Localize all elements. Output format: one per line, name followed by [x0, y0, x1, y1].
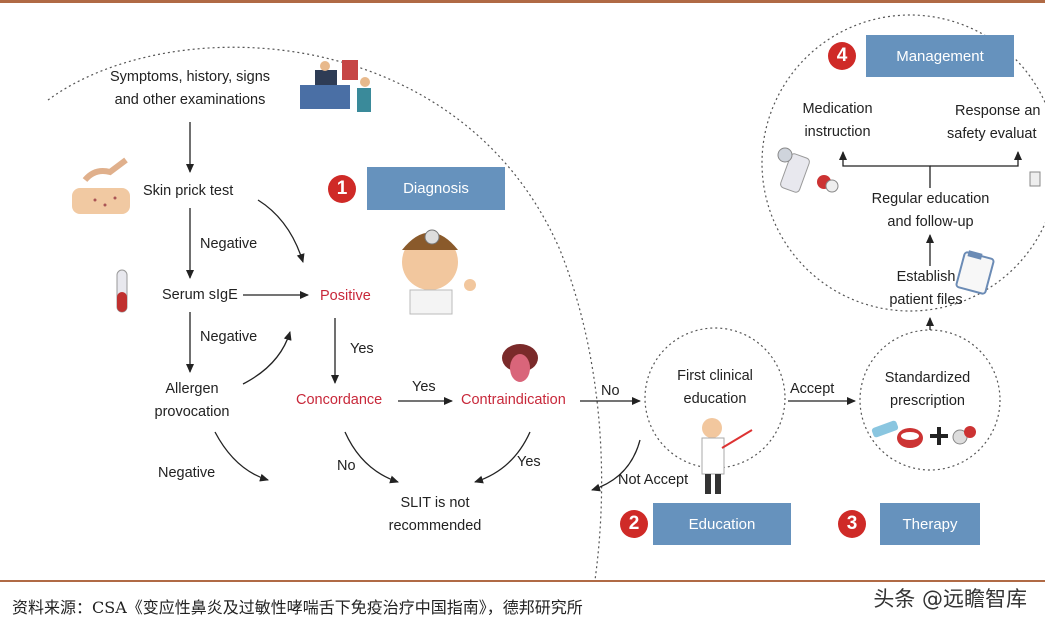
watermark: 头条 @远瞻智库 [873, 587, 1027, 611]
standardized-text: Standardized prescription [870, 367, 985, 413]
first-clinical-line1: First clinical [677, 368, 753, 384]
pills-icon [777, 147, 839, 193]
establish-text: Establish patient files [875, 266, 977, 312]
step-number-1: 1 [328, 175, 356, 203]
yes-label-1: Yes [350, 341, 374, 357]
not-accept-label: Not Accept [618, 472, 689, 488]
symptoms-line2: and other examinations [114, 92, 266, 108]
partial-icon-right [1029, 171, 1041, 187]
therapy-title-box: Therapy [880, 503, 980, 545]
medication-text: Medication instruction [790, 98, 885, 144]
therapy-circle [859, 329, 1001, 471]
management-title-box: Management [866, 35, 1014, 77]
response-line2: safety evaluat [947, 126, 1037, 142]
no-label-1: No [337, 458, 356, 474]
slit-text: SLIT is not recommended [380, 492, 490, 538]
test-tube-icon [116, 269, 128, 313]
doctor-mirror-icon [402, 229, 476, 315]
positive-text: Positive [320, 288, 371, 304]
diagnosis-title-box: Diagnosis [367, 167, 505, 210]
negative-label-3: Negative [158, 465, 216, 481]
doctor-desk-icon [300, 60, 371, 112]
arrow-allergen-positive [242, 331, 292, 385]
accept-label: Accept [790, 381, 835, 397]
top-rule [0, 0, 1045, 3]
bottom-rule [0, 580, 1045, 582]
regular-education-text: Regular education and follow-up [858, 188, 1003, 234]
no-label-2: No [601, 383, 620, 399]
arrow-contra-slit [474, 431, 531, 484]
source-caption: 资料来源：CSA《变应性鼻炎及过敏性哮喘舌下免疫治疗中国指南》，德邦研究所 [12, 598, 583, 617]
diagnosis-boundary [47, 46, 603, 581]
serum-text: Serum sIgE [162, 287, 238, 303]
education-title-box: Education [653, 503, 791, 545]
allergen-text: Allergen provocation [142, 378, 242, 424]
standardized-line2: prescription [890, 393, 965, 409]
slit-line1: SLIT is not [400, 495, 470, 511]
step-number-3: 3 [838, 510, 866, 538]
step-number-4: 4 [828, 42, 856, 70]
yes-label-2: Yes [412, 379, 436, 395]
response-line1: Response an [955, 103, 1041, 119]
clipboard-icon [955, 250, 995, 295]
hand-skin-test-icon [72, 157, 130, 214]
standardized-line1: Standardized [884, 370, 971, 386]
arrow-concordance-slit [344, 431, 399, 484]
regular-line1: Regular education [871, 191, 990, 207]
arrow-allergen-slit [214, 431, 269, 482]
response-text: Response an safety evaluat [947, 100, 1042, 146]
first-clinical-text: First clinical education [663, 365, 767, 411]
first-clinical-line2: education [683, 391, 747, 407]
symptoms-text: Symptoms, history, signs and other exami… [100, 66, 280, 112]
arrow-not-accept [591, 439, 641, 492]
yes-label-3: Yes [517, 454, 541, 470]
doctor-pointer-icon [701, 418, 753, 494]
slit-line2: recommended [388, 518, 482, 534]
spray-tablets-icon [871, 420, 976, 448]
regular-line2: and follow-up [887, 214, 974, 230]
tongue-icon [502, 344, 538, 382]
allergen-line2: provocation [154, 404, 230, 420]
establish-line2: patient files [889, 292, 963, 308]
symptoms-line1: Symptoms, history, signs [109, 69, 271, 85]
concordance-text: Concordance [296, 392, 383, 408]
arrow-skin-positive [257, 199, 305, 263]
establish-line1: Establish [896, 269, 956, 285]
arrow-regular-branch-right [930, 151, 1022, 167]
negative-label-1: Negative [200, 236, 258, 252]
negative-label-2: Negative [200, 329, 258, 345]
step-number-2: 2 [620, 510, 648, 538]
medication-line2: instruction [804, 124, 871, 140]
contraindication-text: Contraindication [461, 392, 566, 408]
medication-line1: Medication [802, 101, 873, 117]
skin-prick-text: Skin prick test [143, 183, 234, 199]
education-circle [644, 327, 786, 469]
arrow-regular-branch [839, 151, 931, 188]
allergen-line1: Allergen [165, 381, 219, 397]
